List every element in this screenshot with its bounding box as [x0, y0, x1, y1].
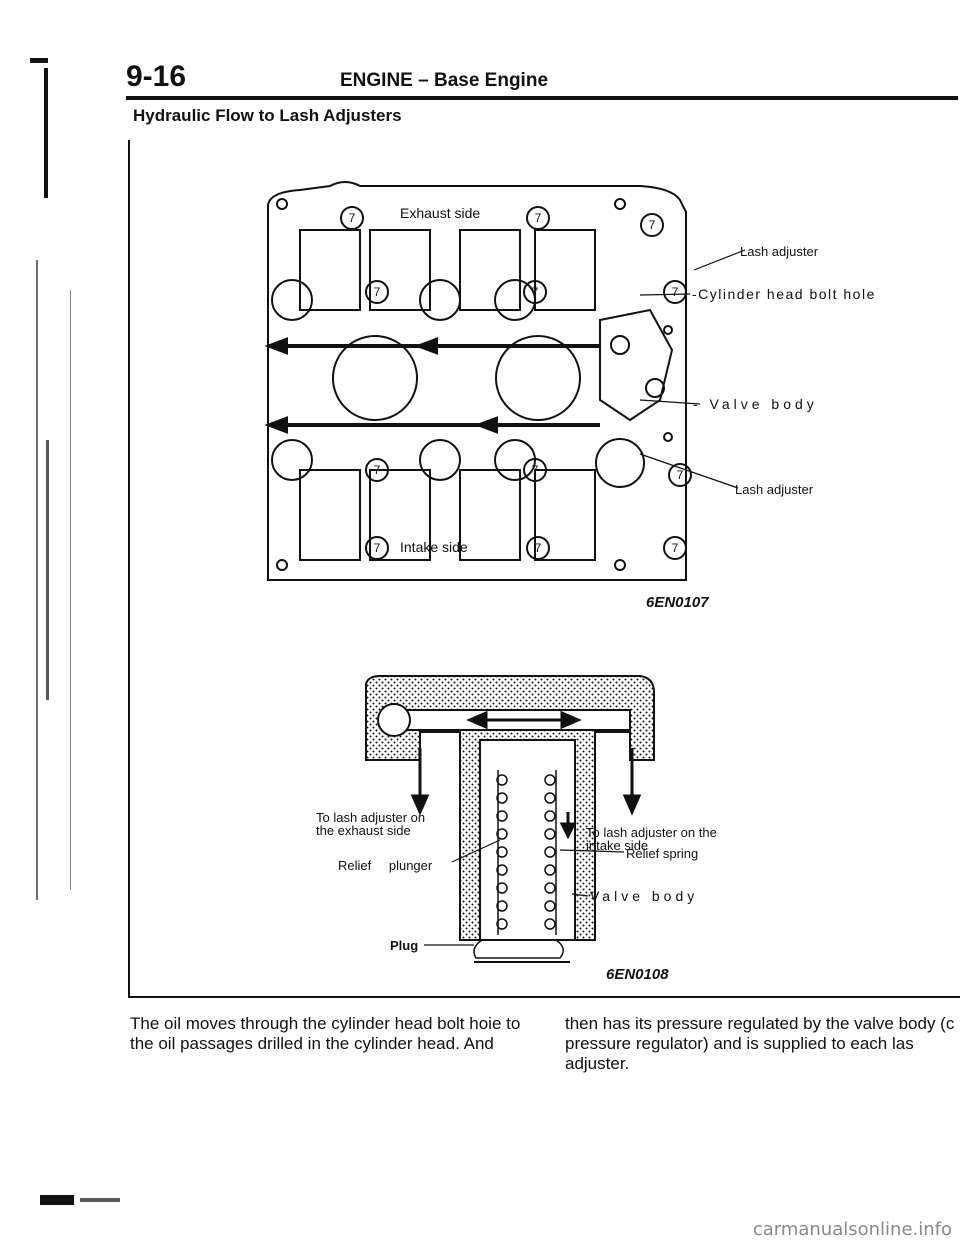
header-rule — [126, 96, 958, 100]
watermark: carmanualsonline.info — [752, 1219, 952, 1240]
lash-adjuster-number: 7 — [649, 218, 656, 232]
lash-adjuster-callout-top: Lash adjuster — [740, 244, 819, 259]
scan-edge-mark — [36, 260, 38, 900]
exhaust-side-label: Exhaust side — [400, 205, 480, 221]
page-number: 9-16 — [126, 60, 187, 93]
lash-adjuster-number: 7 — [672, 285, 679, 299]
section-title: Hydraulic Flow to Lash Adjusters — [133, 106, 402, 125]
figure-cylinder-head-diagram: 7 7 7 7 7 7 7 7 7 7 7 7 Exhaust side Int… — [264, 181, 746, 581]
section-bottom-rule — [128, 996, 960, 998]
valve-body-callout: - Valve body — [693, 396, 818, 412]
lash-adjuster-number: 7 — [672, 541, 679, 555]
lash-adjuster-number: 7 — [349, 211, 356, 225]
figure-code: 6EN0108 — [606, 966, 669, 983]
scan-edge-mark — [44, 68, 48, 198]
figure-code: 6EN0107 — [646, 594, 709, 611]
lash-adjuster-number: 7 — [374, 541, 381, 555]
lash-adjuster-number: 7 — [532, 285, 539, 299]
cylinder-head-bolt-hole-callout: -Cylinder head bolt hole — [692, 286, 876, 302]
to-lash-adjuster-exhaust-callout: To lash adjuster on the exhaust side — [316, 810, 426, 838]
intake-side-label: Intake side — [400, 539, 468, 555]
lash-adjuster-number: 7 — [532, 463, 539, 477]
figure-valve-body-section — [365, 675, 655, 963]
scan-edge-mark — [46, 440, 49, 700]
plug-callout: Plug — [390, 938, 419, 953]
valve-body-section-callout: Valve body — [590, 888, 699, 904]
lash-adjuster-callout-bottom: Lash adjuster — [735, 482, 814, 497]
lash-adjuster-number: 7 — [535, 211, 542, 225]
page-title: ENGINE – Base Engine — [340, 70, 549, 91]
scan-edge-mark — [70, 290, 71, 890]
relief-plunger-callout: Relief plunger — [338, 858, 433, 873]
scan-edge-mark — [30, 58, 48, 63]
scan-edge-mark — [40, 1195, 74, 1205]
lash-adjuster-number: 7 — [535, 541, 542, 555]
to-lash-adjuster-intake-callout: To lash adjuster on the intake side — [586, 825, 717, 853]
body-text-column-1: The oil moves through the cylinder head … — [130, 1014, 521, 1053]
section-vertical-rule — [128, 140, 130, 997]
lash-adjuster-number: 7 — [374, 463, 381, 477]
scan-edge-mark — [80, 1198, 120, 1202]
lash-adjuster-number: 7 — [677, 468, 684, 482]
relief-spring-callout: Relief spring — [626, 846, 699, 861]
lash-adjuster-number: 7 — [374, 285, 381, 299]
body-text-column-2: then has its pressure regulated by the v… — [565, 1014, 955, 1073]
